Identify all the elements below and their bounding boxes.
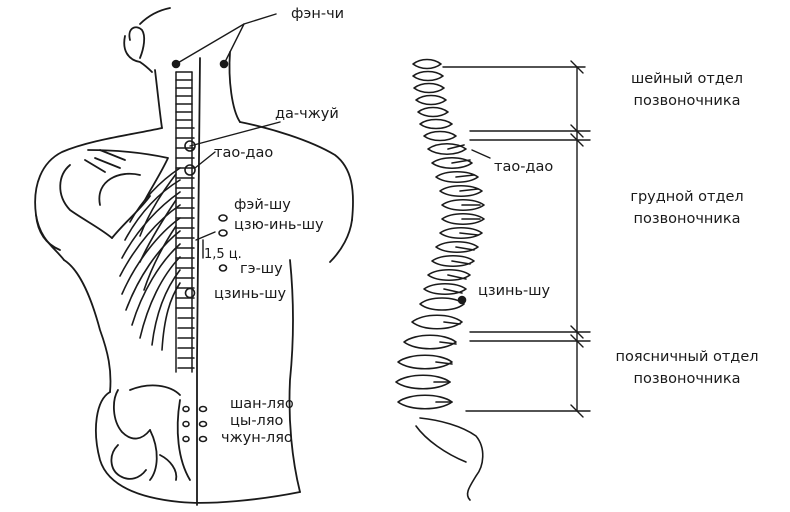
region-lumbar-line2: позвоночника [633, 371, 741, 387]
region-lumbar-line1: поясничный отдел [615, 349, 759, 365]
back-acupoints [173, 61, 228, 442]
label-tszyu-in-shu: цзю-инь-шу [234, 217, 324, 233]
label-tao-dao-spine: тао-дао [494, 159, 554, 175]
pelvis [111, 385, 190, 480]
region-thoracic-line1: грудной отдел [630, 189, 744, 205]
label-fei-shu: фэй-шу [234, 197, 291, 213]
region-thoracic: грудной отдел позвоночника [630, 186, 743, 230]
label-tao-dao-back: тао-дао [214, 145, 274, 161]
label-fen-chi: фэн-чи [291, 6, 345, 22]
back-figure-outline [35, 8, 353, 505]
region-cervical-line2: позвоночника [633, 93, 741, 109]
back-vertebrae [176, 72, 194, 372]
label-tszin-shu-spine: цзинь-шу [478, 283, 551, 299]
back-leader-lines [176, 14, 280, 258]
region-thoracic-line2: позвоночника [633, 211, 741, 227]
label-da-chzhui: да-чжуй [275, 106, 339, 122]
left-ribs [120, 168, 180, 350]
region-lumbar: поясничный отдел позвоночника [615, 346, 758, 390]
spine-side-view [396, 60, 484, 501]
label-distance: 1,5 ц. [204, 247, 242, 262]
spine-region-brackets [443, 61, 590, 417]
label-shan-lyao: шан-ляо [230, 396, 294, 412]
label-chzhun-lyao: чжун-ляо [221, 430, 293, 446]
label-tsy-lyao: цы-ляо [230, 413, 284, 429]
region-cervical: шейный отдел позвоночника [631, 68, 743, 112]
left-scapula [60, 150, 168, 238]
label-tszin-shu-back: цзинь-шу [214, 286, 287, 302]
label-ge-shu: гэ-шу [240, 261, 283, 277]
region-cervical-line1: шейный отдел [630, 71, 744, 87]
spine-leader-lines [472, 150, 490, 158]
